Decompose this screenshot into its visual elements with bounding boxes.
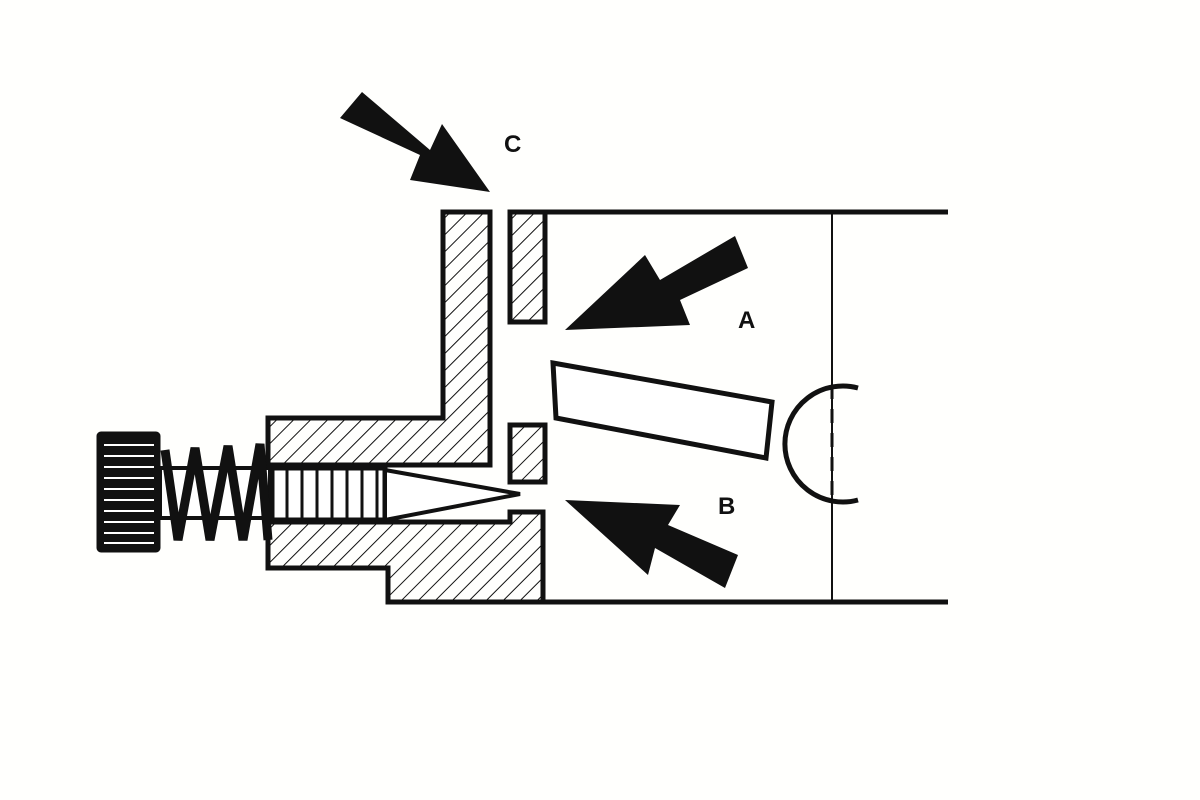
arrow-a-icon [565, 236, 748, 330]
knob-knurling [104, 444, 154, 544]
throttle-plate [550, 359, 775, 461]
arrow-b-icon [565, 500, 738, 588]
upper-port-wall [507, 209, 548, 325]
label-b: B [718, 493, 735, 520]
screw-thread [269, 465, 388, 523]
throat [386, 209, 948, 605]
label-c: C [504, 131, 521, 158]
lower-body-section [265, 509, 546, 605]
carburetor-body [265, 209, 548, 605]
lower-port-wall [507, 422, 548, 485]
mixture-screw [96, 431, 521, 553]
arrow-c-icon [340, 92, 490, 192]
needle-tip [383, 467, 521, 523]
throttle-shaft-arc [782, 383, 859, 505]
upper-body-section [265, 209, 493, 468]
flow-arrows [340, 92, 748, 588]
spring-icon [160, 443, 273, 541]
label-a: A [738, 307, 755, 334]
thread-lines [285, 470, 379, 518]
